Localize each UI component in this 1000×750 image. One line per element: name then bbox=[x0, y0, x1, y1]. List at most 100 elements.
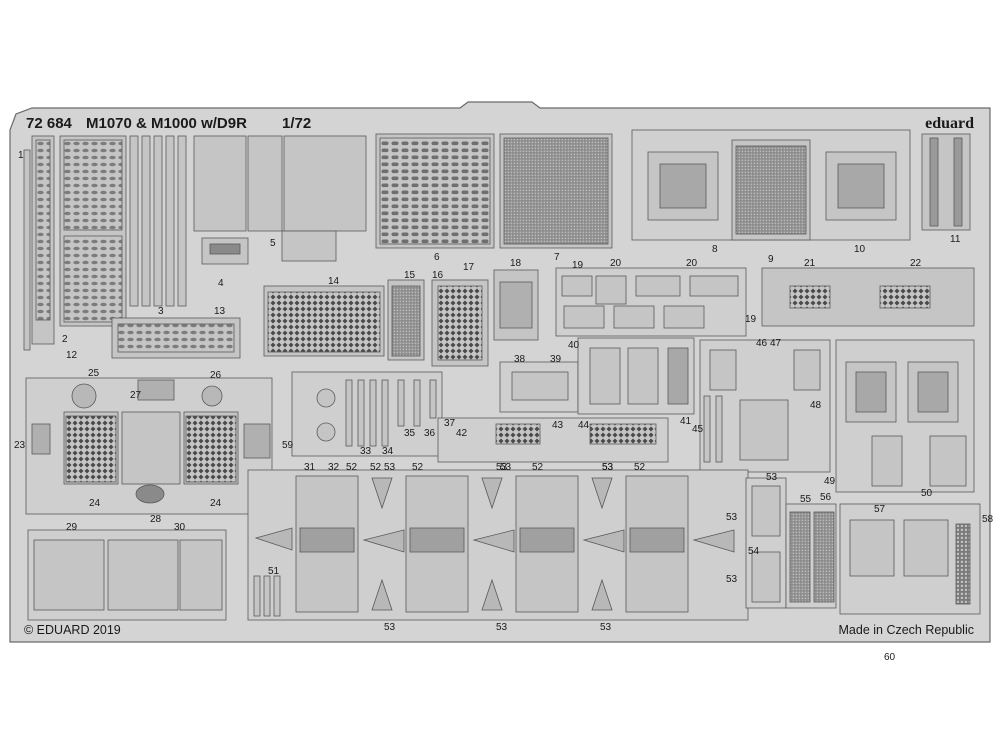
part-number-label: 27 bbox=[130, 390, 142, 401]
grille-13 bbox=[111, 317, 241, 359]
part-number-label: 52 bbox=[634, 462, 646, 473]
panel-set-4-5 bbox=[193, 135, 367, 265]
part-number-label: 53 bbox=[726, 512, 738, 523]
part-number-label: 35 bbox=[404, 428, 416, 439]
bracket-38-39 bbox=[499, 361, 579, 413]
part-number-label: 42 bbox=[456, 428, 468, 439]
part-number-label: 57 bbox=[874, 504, 886, 515]
grilles-42-44 bbox=[437, 417, 669, 463]
part-number-label: 50 bbox=[921, 488, 933, 499]
part-number-label: 59 bbox=[282, 440, 294, 451]
grille-panel-2 bbox=[59, 135, 127, 327]
part-number-label: 23 bbox=[14, 440, 26, 451]
grille-part-1 bbox=[23, 135, 55, 351]
part-number-label: 5 bbox=[270, 238, 276, 249]
part-number-label: 53 bbox=[384, 462, 396, 473]
part-number-label: 16 bbox=[432, 270, 444, 281]
parts-54-59 bbox=[745, 477, 981, 615]
part-number-label: 24 bbox=[210, 498, 222, 509]
part-number-label: 10 bbox=[854, 244, 866, 255]
mesh-screen-7 bbox=[499, 133, 613, 249]
part-number-label: 48 bbox=[810, 400, 822, 411]
tread-21-22 bbox=[761, 267, 975, 327]
part-number-label: 24 bbox=[89, 498, 101, 509]
part-number-label: 13 bbox=[214, 306, 226, 317]
part-number-label: 25 bbox=[88, 368, 100, 379]
part-number-label: 49 bbox=[824, 476, 836, 487]
part-number-label: 19 bbox=[572, 260, 584, 271]
part-number-label: 53 bbox=[766, 472, 778, 483]
part-number-label: 14 bbox=[328, 276, 340, 287]
part-number-label: 38 bbox=[514, 354, 526, 365]
strips-51 bbox=[253, 575, 281, 617]
part-number-label: 54 bbox=[748, 546, 760, 557]
part-number-label: 36 bbox=[424, 428, 436, 439]
part-number-label: 11 bbox=[950, 234, 961, 245]
catalog-number: 72 684 bbox=[26, 115, 73, 132]
part-number-label: 39 bbox=[550, 354, 562, 365]
hatches-49-50 bbox=[835, 339, 975, 493]
part-number-label: 43 bbox=[552, 420, 564, 431]
part-number-label: 53 bbox=[600, 622, 612, 633]
vent-grille-6 bbox=[375, 133, 495, 249]
part-number-label: 52 bbox=[532, 462, 544, 473]
part-number-label: 29 bbox=[66, 522, 78, 533]
origin-text: Made in Czech Republic bbox=[839, 623, 975, 637]
part-number-label: 4 bbox=[218, 278, 224, 289]
part-number-label: 9 bbox=[768, 254, 774, 265]
part-number-label: 21 bbox=[804, 258, 816, 269]
gusset-set-53 bbox=[254, 477, 735, 611]
part-number-label: 20 bbox=[686, 258, 698, 269]
deck-parts-23-28 bbox=[25, 377, 273, 515]
scale-label: 1/72 bbox=[282, 115, 311, 132]
part-number-label: 37 bbox=[444, 418, 456, 429]
part-number-label: 33 bbox=[360, 446, 372, 457]
part-number-label: 53 bbox=[500, 462, 512, 473]
part-number-label: 51 bbox=[268, 566, 280, 577]
part-number-label: 58 bbox=[982, 514, 994, 525]
body-panels-29-30 bbox=[27, 529, 227, 621]
part-number-label: 8 bbox=[712, 244, 718, 255]
copyright-text: © EDUARD 2019 bbox=[24, 623, 121, 637]
part-number-label: 40 bbox=[568, 340, 580, 351]
part-number-label: 19 bbox=[745, 314, 757, 325]
part-number-label: 22 bbox=[910, 258, 922, 269]
part-number-label: 60 bbox=[884, 652, 896, 663]
parts-45-48 bbox=[699, 339, 831, 473]
strip-set-3 bbox=[129, 135, 187, 307]
part-number-label: 53 bbox=[384, 622, 396, 633]
part-number-label: 44 bbox=[578, 420, 590, 431]
part-number-label: 26 bbox=[210, 370, 222, 381]
part-number-label: 32 bbox=[328, 462, 340, 473]
part-number-label: 53 bbox=[602, 462, 614, 473]
part-number-label: 45 bbox=[692, 424, 704, 435]
box-18 bbox=[493, 269, 539, 341]
brand-logo: eduard bbox=[925, 115, 974, 132]
panel-set-19-20 bbox=[555, 267, 747, 337]
part-number-label: 53 bbox=[496, 462, 508, 473]
part-number-label: 46 bbox=[756, 338, 768, 349]
mesh-14 bbox=[263, 285, 385, 357]
part-number-label: 53 bbox=[726, 574, 738, 585]
part-number-label: 52 bbox=[346, 462, 358, 473]
part-number-label: 47 bbox=[770, 338, 782, 349]
part-number-label: 12 bbox=[66, 350, 78, 361]
part-number-label: 17 bbox=[463, 262, 475, 273]
part-number-label: 7 bbox=[554, 252, 560, 263]
part-number-label: 18 bbox=[510, 258, 522, 269]
hatch-set-8-10 bbox=[631, 129, 911, 241]
part-number-label: 53 bbox=[496, 622, 508, 633]
part-number-label: 52 bbox=[370, 462, 382, 473]
small-parts-31-37 bbox=[291, 371, 443, 457]
kit-title: M1070 & M1000 w/D9R bbox=[86, 115, 247, 132]
part-number-label: 6 bbox=[434, 252, 440, 263]
frame-part-11 bbox=[921, 133, 971, 231]
panel-set-40-41 bbox=[577, 337, 695, 415]
part-number-label: 30 bbox=[174, 522, 186, 533]
part-number-label: 41 bbox=[680, 416, 692, 427]
part-number-label: 15 bbox=[404, 270, 416, 281]
part-number-label: 20 bbox=[610, 258, 622, 269]
part-number-label: 53 bbox=[602, 462, 614, 473]
